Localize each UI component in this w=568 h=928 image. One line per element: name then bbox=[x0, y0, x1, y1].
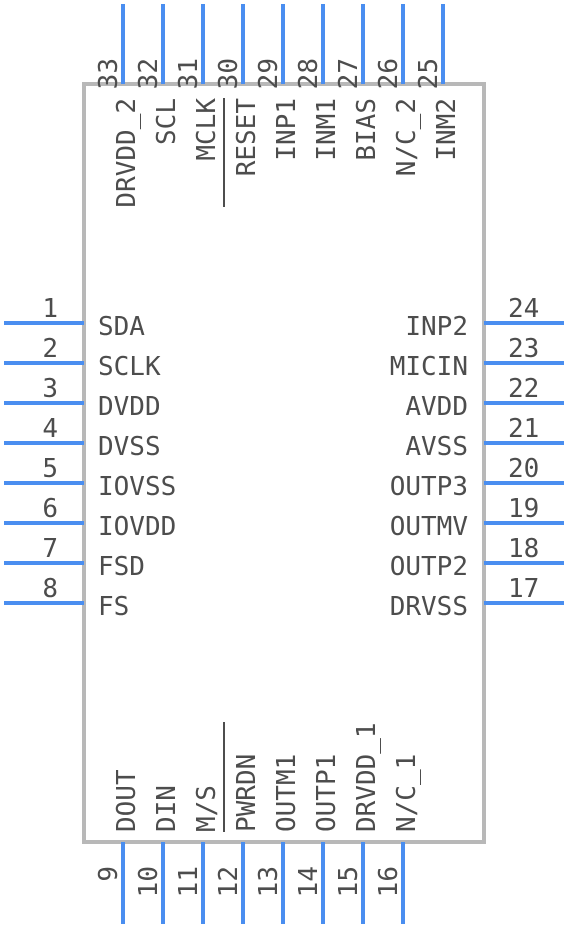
pin-label-reset: RESET bbox=[232, 98, 262, 177]
pin-label-dvss: DVSS bbox=[98, 432, 161, 462]
pin-number: 29 bbox=[254, 58, 284, 89]
pin-number: 8 bbox=[42, 574, 58, 604]
pin-number: 12 bbox=[214, 866, 244, 897]
pin-number: 15 bbox=[334, 866, 364, 897]
pin-label-outp1: OUTP1 bbox=[312, 754, 342, 832]
pin-label-iovss: IOVSS bbox=[98, 472, 176, 502]
pin-number: 18 bbox=[508, 534, 539, 564]
pin-label-drvdd-1: DRVDD_1 bbox=[352, 722, 382, 832]
pin-number: 26 bbox=[374, 58, 404, 89]
pin-number: 13 bbox=[254, 866, 284, 897]
pin-number: 17 bbox=[508, 574, 539, 604]
pin-number: 6 bbox=[42, 494, 58, 524]
pin-label-avss: AVSS bbox=[405, 432, 468, 462]
pin-label-pwrdn: PWRDN bbox=[232, 754, 262, 832]
pin-label-m-s: M/S bbox=[192, 785, 222, 832]
pin-number: 2 bbox=[42, 334, 58, 364]
pin-number: 14 bbox=[294, 866, 324, 897]
ic-package-body bbox=[82, 82, 486, 844]
pin-number: 30 bbox=[214, 58, 244, 89]
pin-number: 4 bbox=[42, 414, 58, 444]
pin-label-sclk: SCLK bbox=[98, 352, 161, 382]
pin-number: 11 bbox=[174, 866, 204, 897]
pin-number: 23 bbox=[508, 334, 539, 364]
pin-number: 24 bbox=[508, 294, 539, 324]
pin-label-inm2: INM2 bbox=[432, 98, 462, 161]
pin-label-inp2: INP2 bbox=[405, 312, 468, 342]
pin-label-outmv: OUTMV bbox=[390, 512, 468, 542]
pin-label-iovdd: IOVDD bbox=[98, 512, 176, 542]
pin-label-avdd: AVDD bbox=[405, 392, 468, 422]
pin-label-dvdd: DVDD bbox=[98, 392, 161, 422]
pin-label-scl: SCL bbox=[152, 98, 182, 145]
pin-label-mclk: MCLK bbox=[192, 98, 222, 161]
pin-label-drvdd-2: DRVDD_2 bbox=[112, 98, 142, 208]
pin-label-outm1: OUTM1 bbox=[272, 754, 302, 832]
pin-number: 28 bbox=[294, 58, 324, 89]
pin-label-bias: BIAS bbox=[352, 98, 382, 161]
pin-label-sda: SDA bbox=[98, 312, 145, 342]
pin-label-n-c-1: N/C_1 bbox=[392, 754, 422, 832]
pin-number: 33 bbox=[94, 58, 124, 89]
pin-label-fsd: FSD bbox=[98, 552, 145, 582]
pin-number: 32 bbox=[134, 58, 164, 89]
pin-number: 5 bbox=[42, 454, 58, 484]
pin-number: 16 bbox=[374, 866, 404, 897]
pin-label-drvss: DRVSS bbox=[390, 592, 468, 622]
pin-label-fs: FS bbox=[98, 592, 129, 622]
pin-label-inm1: INM1 bbox=[312, 98, 342, 161]
pin-number: 20 bbox=[508, 454, 539, 484]
pin-number: 1 bbox=[42, 294, 58, 324]
pin-label-inp1: INP1 bbox=[272, 98, 302, 161]
pin-number: 9 bbox=[94, 866, 124, 882]
pin-label-outp3: OUTP3 bbox=[390, 472, 468, 502]
pin-number: 25 bbox=[414, 58, 444, 89]
pin-label-dout: DOUT bbox=[112, 769, 142, 832]
pin-number: 22 bbox=[508, 374, 539, 404]
pin-number: 27 bbox=[334, 58, 364, 89]
pin-number: 31 bbox=[174, 58, 204, 89]
pin-label-outp2: OUTP2 bbox=[390, 552, 468, 582]
pin-number: 3 bbox=[42, 374, 58, 404]
pin-label-n-c-2: N/C_2 bbox=[392, 98, 422, 176]
pin-label-micin: MICIN bbox=[390, 352, 468, 382]
pin-label-din: DIN bbox=[152, 785, 182, 832]
pin-number: 19 bbox=[508, 494, 539, 524]
pin-number: 7 bbox=[42, 534, 58, 564]
pin-number: 10 bbox=[134, 866, 164, 897]
pin-number: 21 bbox=[508, 414, 539, 444]
